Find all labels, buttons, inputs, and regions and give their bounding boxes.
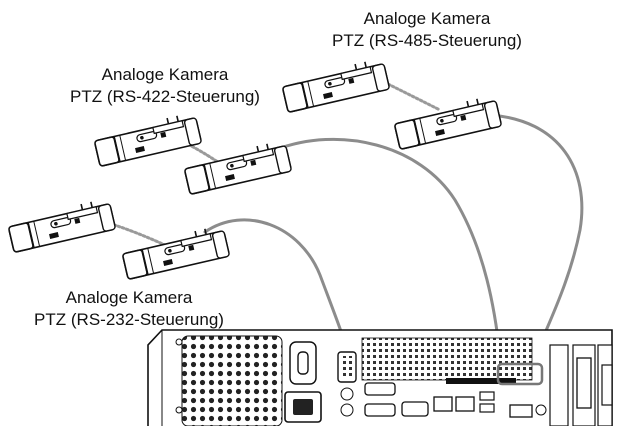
label-rs232-line1: Analoge Kamera [4,287,254,309]
fan-grille-icon [182,336,282,426]
video-port-icon [577,358,591,408]
label-rs422-line2: PTZ (RS-422-Steuerung) [40,86,290,108]
label-rs485-camera: Analoge Kamera PTZ (RS-485-Steuerung) [302,8,552,52]
label-rs485-line2: PTZ (RS-485-Steuerung) [302,30,552,52]
label-rs485-line1: Analoge Kamera [302,8,552,30]
camera-rs485-1 [281,58,390,113]
camera-rs422-1 [93,112,202,167]
usb-port-icon [480,392,494,400]
camera-rs422-2 [183,140,292,195]
network-port-icon [434,397,452,411]
label-rs232-camera: Analoge Kamera PTZ (RS-232-Steuerung) [4,287,254,331]
label-rs232-line2: PTZ (RS-232-Steuerung) [4,309,254,331]
camera-rs485-2 [393,95,502,150]
recorder-rear-panel [148,330,612,426]
camera-rs232-1 [7,198,116,253]
label-rs422-camera: Analoge Kamera PTZ (RS-422-Steuerung) [40,64,290,108]
label-rs422-line1: Analoge Kamera [40,64,290,86]
